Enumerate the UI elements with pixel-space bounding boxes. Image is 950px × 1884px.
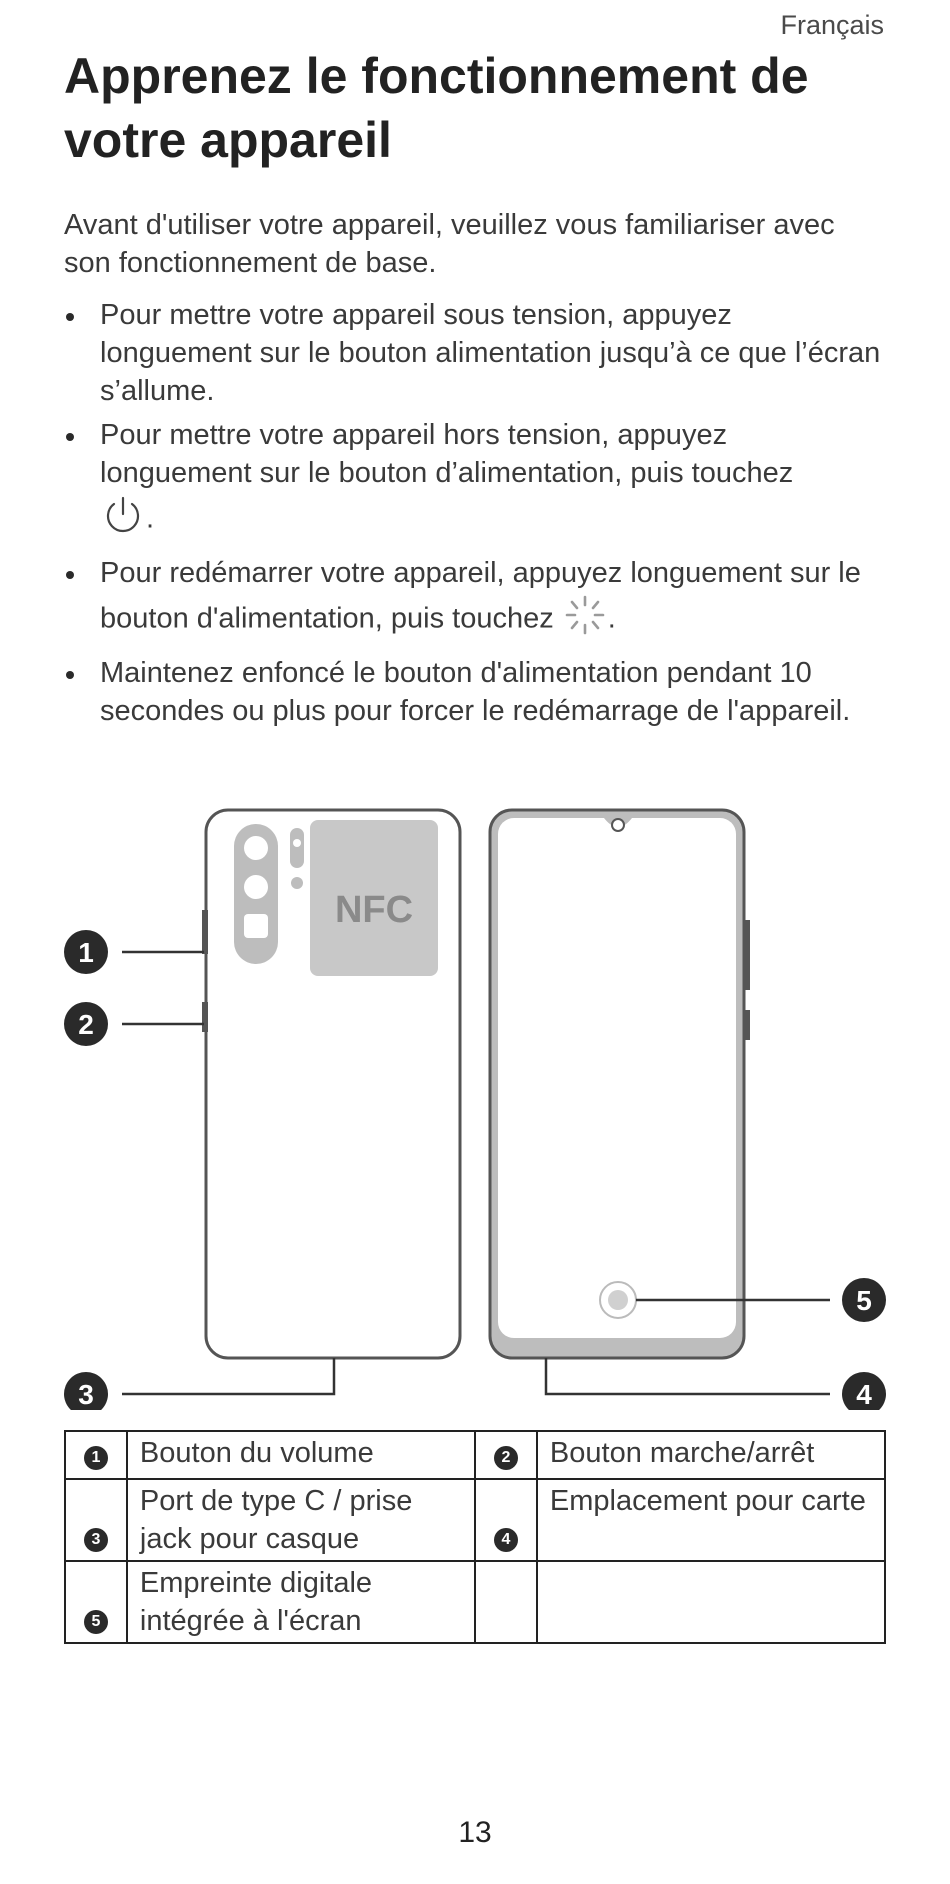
table-row: 3 Port de type C / prise jack pour casqu…	[64, 1478, 887, 1562]
legend-badge: 5	[83, 1610, 108, 1634]
bullet-item: Maintenez enfoncé le bouton d'alimentati…	[64, 654, 884, 730]
bullet-dot	[66, 671, 74, 679]
legend-num: 3	[64, 1478, 128, 1562]
callout-2: 2	[64, 1002, 108, 1046]
legend-label-empty	[535, 1560, 887, 1644]
bullet-suffix: .	[146, 502, 155, 535]
legend-table: 1 Bouton du volume 2 Bouton marche/arrêt…	[64, 1430, 887, 1644]
callout-4: 4	[842, 1372, 886, 1416]
bullet-dot	[66, 571, 74, 579]
intro-paragraph: Avant d'utiliser votre appareil, veuille…	[64, 209, 835, 279]
legend-label: Emplacement pour carte	[535, 1478, 887, 1562]
legend-label: Bouton du volume	[125, 1430, 476, 1480]
svg-text:1: 1	[78, 937, 94, 968]
bullet-text: Pour mettre votre appareil hors tension,…	[100, 419, 794, 489]
callout-3: 3	[64, 1372, 108, 1416]
legend-num: 2	[473, 1430, 538, 1480]
bullet-list: Pour mettre votre appareil sous tension,…	[64, 296, 884, 736]
bullet-text: Pour mettre votre appareil sous tension,…	[100, 299, 881, 407]
bullet-dot	[66, 313, 74, 321]
legend-num: 4	[473, 1478, 538, 1562]
bullet-dot	[66, 433, 74, 441]
svg-text:4: 4	[856, 1379, 872, 1410]
table-row: 5 Empreinte digitale intégrée à l'écran	[64, 1560, 887, 1644]
phone-front	[488, 808, 750, 1360]
bullet-item: Pour mettre votre appareil hors tension,…	[64, 416, 884, 548]
flash-icon	[290, 828, 304, 868]
restart-icon	[562, 592, 608, 648]
callout-1: 1	[64, 930, 108, 974]
svg-text:5: 5	[856, 1285, 872, 1316]
bullet-item: Pour redémarrer votre appareil, appuyez …	[64, 554, 884, 648]
legend-label: Bouton marche/arrêt	[535, 1430, 887, 1480]
page-title: Apprenez le fonctionnement de votre appa…	[64, 48, 809, 168]
table-row: 1 Bouton du volume 2 Bouton marche/arrêt	[64, 1430, 887, 1480]
legend-badge: 2	[493, 1446, 518, 1470]
bullet-text: Pour redémarrer votre appareil, appuyez …	[100, 557, 861, 635]
callout-5: 5	[842, 1278, 886, 1322]
device-figure: NFC 1 2	[0, 790, 950, 1416]
page-number: 13	[458, 1816, 492, 1849]
legend-num: 1	[64, 1430, 128, 1480]
bullet-item: Pour mettre votre appareil sous tension,…	[64, 296, 884, 410]
nfc-area	[310, 820, 438, 976]
legend-num-empty	[473, 1560, 538, 1644]
legend-label: Empreinte digitale intégrée à l'écran	[125, 1560, 476, 1644]
legend-num: 5	[64, 1560, 128, 1644]
language-label: Français	[780, 10, 884, 40]
legend-badge: 1	[83, 1446, 108, 1470]
bullet-text: Maintenez enfoncé le bouton d'alimentati…	[100, 657, 851, 727]
legend-badge: 3	[83, 1528, 108, 1552]
phone-back: NFC	[202, 808, 462, 1360]
bullet-suffix: .	[607, 602, 616, 635]
nfc-label: NFC	[335, 889, 413, 931]
legend-badge: 4	[493, 1528, 518, 1552]
svg-text:2: 2	[78, 1009, 94, 1040]
power-icon	[100, 492, 146, 548]
svg-text:3: 3	[78, 1379, 94, 1410]
legend-label: Port de type C / prise jack pour casque	[125, 1478, 476, 1562]
